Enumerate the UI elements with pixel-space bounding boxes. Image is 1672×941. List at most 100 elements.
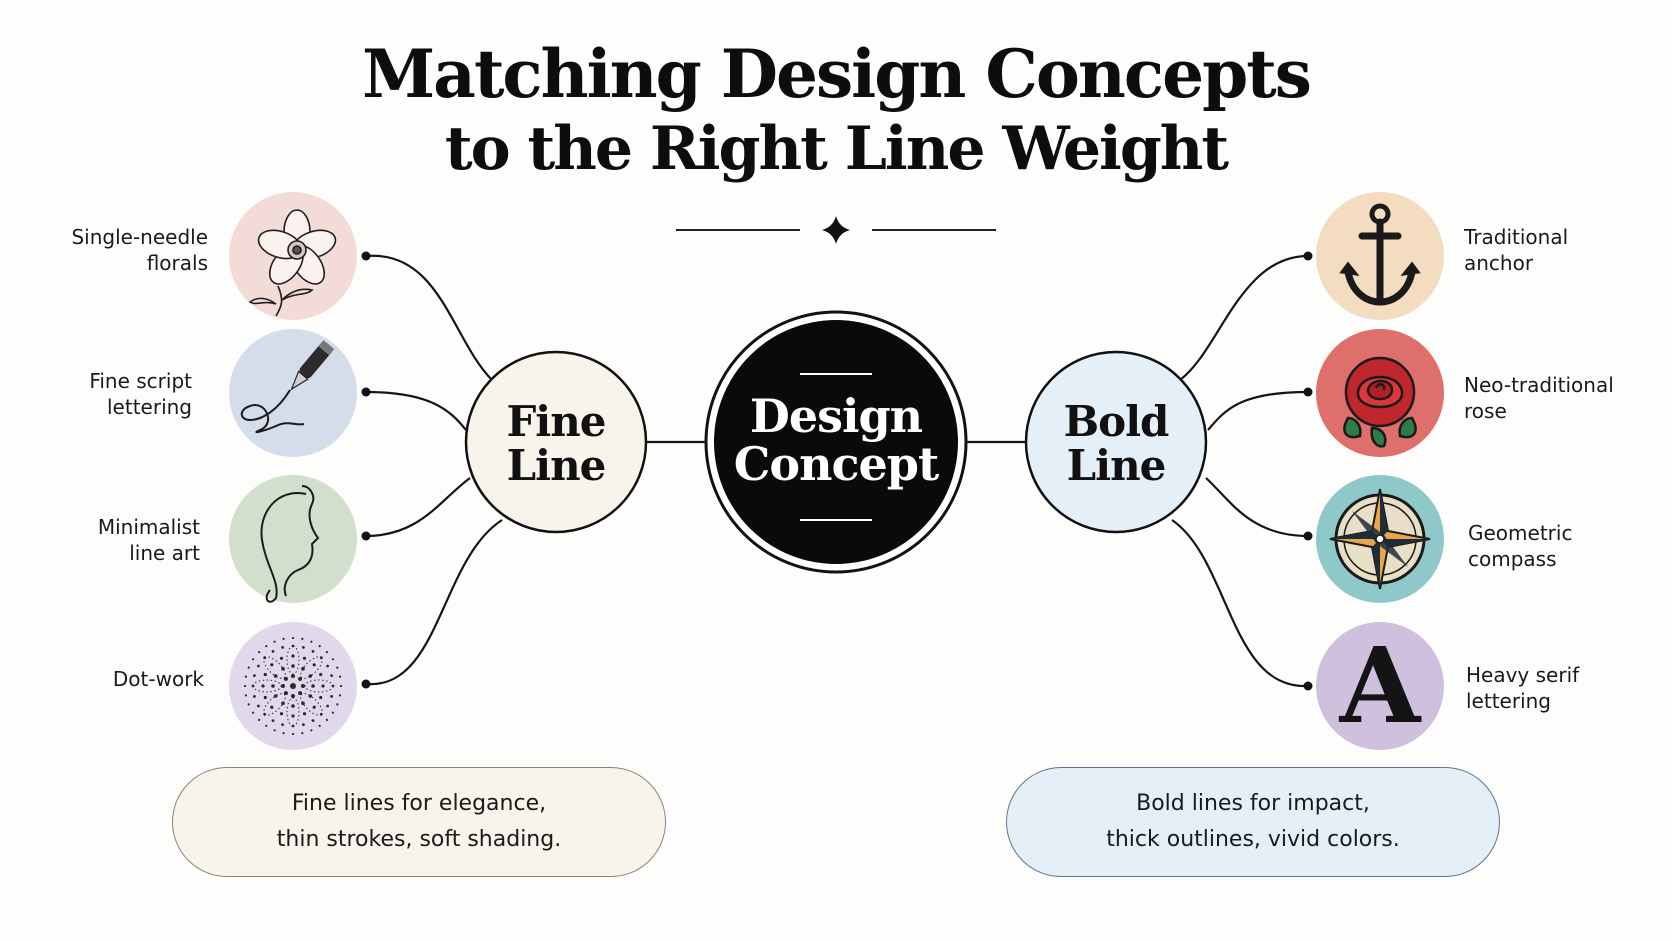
mandala-dot (298, 691, 303, 696)
mandala-dot (291, 674, 295, 678)
fine-item-2-label: Minimalist line art (97, 515, 200, 565)
mandala-dot (271, 684, 275, 688)
bold-item-2-label: Geometric compass (1468, 521, 1573, 571)
bold-line-node (1024, 350, 1208, 534)
mandala-dot (253, 695, 256, 698)
mandala-dot (291, 714, 295, 718)
mandala-center (290, 683, 296, 689)
mandala-dot (326, 664, 329, 668)
title-line-1: Matching Design Concepts (362, 35, 1312, 113)
sparkle-icon (822, 216, 850, 244)
mandala-dot (302, 646, 305, 649)
mandala-dot (283, 676, 288, 681)
bold-item-0-badge (1316, 192, 1444, 320)
mandala-dot (291, 664, 295, 668)
mandala-dot (273, 640, 276, 643)
mandala-dot (281, 723, 284, 726)
fine-line-node (464, 350, 648, 534)
mandala-dot (270, 663, 274, 667)
mandala-dot (282, 732, 285, 735)
mandala-petal (252, 679, 282, 693)
mandala-dot (318, 724, 321, 728)
mandala-dot (258, 718, 261, 722)
mandala-dot (252, 658, 255, 661)
mandala-dot (257, 664, 260, 668)
connector-fine-2 (365, 477, 471, 538)
bold-connector-dots (1303, 251, 1313, 691)
mandala-dot (244, 675, 247, 678)
mandala-dot (270, 705, 274, 709)
mandala-dot (312, 705, 316, 709)
fine-summary-pill: Fine lines for elegance, thin strokes, s… (172, 767, 666, 877)
bold-item-0-label: Traditional anchor (1464, 225, 1569, 275)
mandala-dot (319, 672, 323, 677)
mandala-dot (247, 703, 250, 706)
mandala-dot (339, 675, 342, 678)
fine-item-1-badge (229, 329, 357, 457)
connector-fine-0 (365, 254, 493, 381)
fine-item-3-label: Dot-work (112, 667, 204, 691)
bold-item-2-badge (1316, 475, 1444, 603)
bold-item-3-label: Heavy serif lettering (1466, 663, 1580, 713)
mandala-dot (291, 694, 295, 698)
mandala-dot (325, 651, 328, 654)
mandala-petal (300, 656, 323, 679)
bold-summary-line-1: Bold lines for impact, (1136, 791, 1370, 816)
fine-line-label: Fine Line (506, 397, 606, 490)
mandala-dot (243, 684, 247, 688)
design-concept-node (704, 310, 968, 574)
flower-icon (248, 209, 337, 317)
fine-item-2-badge (229, 475, 357, 603)
face-line-art-icon (260, 485, 320, 603)
mandala-dot (326, 704, 329, 708)
bold-item-1-badge (1316, 329, 1444, 457)
mandala-dot (263, 695, 267, 700)
bold-item-3-badge: A (1316, 622, 1444, 750)
connector-bold-0 (1179, 254, 1309, 381)
mandala-dot (265, 724, 268, 728)
mandala-dot (321, 684, 325, 688)
mandala-dot (311, 719, 315, 722)
fine-connector-dots (361, 251, 371, 689)
mandala-dot (283, 691, 288, 696)
mandala-dot (311, 650, 315, 653)
mandala-dot (312, 663, 316, 667)
mandala-dot (261, 684, 265, 688)
mandala-dot (301, 732, 304, 735)
mandala-dot (311, 684, 315, 688)
mandala-dot (247, 666, 250, 669)
mandala-dot (252, 711, 255, 714)
bold-summary-line-2: thick outlines, vivid colors. (1106, 827, 1400, 852)
fine-item-0-label: Single-needle florals (71, 225, 208, 275)
bold-summary-pill: Bold lines for impact, thick outlines, v… (1006, 767, 1500, 877)
mandala-dot (302, 712, 307, 716)
bold-connectors (962, 254, 1309, 688)
connector-fine-1 (365, 390, 467, 431)
title-line-2: to the Right Line Weight (444, 114, 1229, 184)
mandala-dot (298, 676, 303, 681)
mandala-petal (304, 679, 334, 693)
fine-item-0-badge (229, 192, 357, 320)
mandala-dot (319, 695, 323, 700)
mandala-dot (291, 636, 295, 640)
serif-letter-icon: A (1339, 624, 1422, 747)
design-concept-label: Design Concept (733, 389, 939, 491)
fine-item-3-badge (229, 622, 357, 750)
connector-bold-2 (1205, 477, 1309, 538)
mandala-dot (291, 704, 295, 708)
mandala-dot (302, 656, 307, 660)
mandala-dot (263, 672, 267, 677)
mandala-petal (286, 645, 300, 675)
fine-item-1-label: Fine script lettering (89, 369, 192, 419)
bold-item-1-label: Neo-traditional rose (1464, 373, 1614, 423)
connector-bold-1 (1207, 390, 1309, 431)
mandala-dot (281, 646, 284, 649)
title-divider (676, 216, 996, 244)
mandala-dot (331, 711, 334, 714)
mandala-dot (265, 645, 268, 648)
mandala-dot (291, 732, 295, 736)
mandala-dot (301, 684, 305, 688)
mandala-dot (271, 650, 275, 653)
mandala-dot (336, 666, 339, 669)
